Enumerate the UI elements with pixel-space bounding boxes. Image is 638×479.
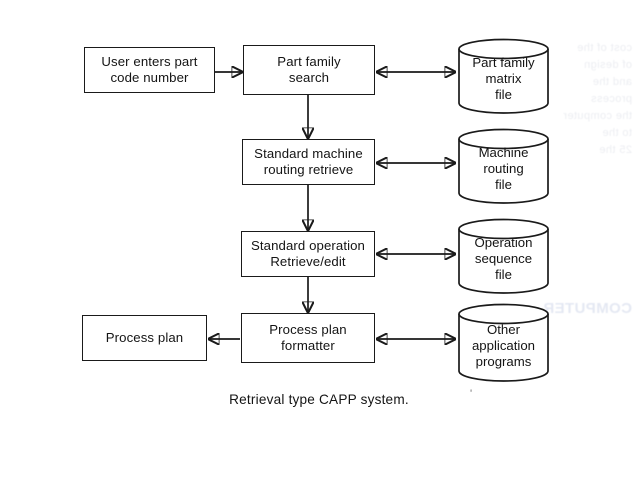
node-label: Machine routing file [478,145,529,192]
node-standard-operation[interactable]: Standard operation Retrieve/edit [241,231,375,277]
node-process-plan[interactable]: Process plan [82,315,207,361]
node-part-family-search[interactable]: Part family search [243,45,375,95]
node-other-applications[interactable]: Other application programs [457,303,550,383]
diagram-caption: Retrieval type CAPP system. [229,392,409,407]
node-machine-routing-file[interactable]: Machine routing file [457,128,550,204]
node-operation-sequence[interactable]: Operation sequence file [457,218,550,294]
node-label: Operation sequence file [474,235,533,282]
cylinder-icon [458,128,549,204]
node-label: Part family matrix file [472,55,535,102]
node-machine-routing[interactable]: Standard machine routing retrieve [242,139,375,185]
stray-mark: ' [470,388,473,400]
node-user-input[interactable]: User enters part code number [84,47,215,93]
node-plan-formatter[interactable]: Process plan formatter [241,313,375,363]
node-part-family-matrix[interactable]: Part family matrix file [457,38,550,114]
cylinder-icon [458,303,549,382]
cylinder-icon [458,218,549,294]
node-label: Other application programs [471,322,536,369]
cylinder-icon [458,38,549,114]
